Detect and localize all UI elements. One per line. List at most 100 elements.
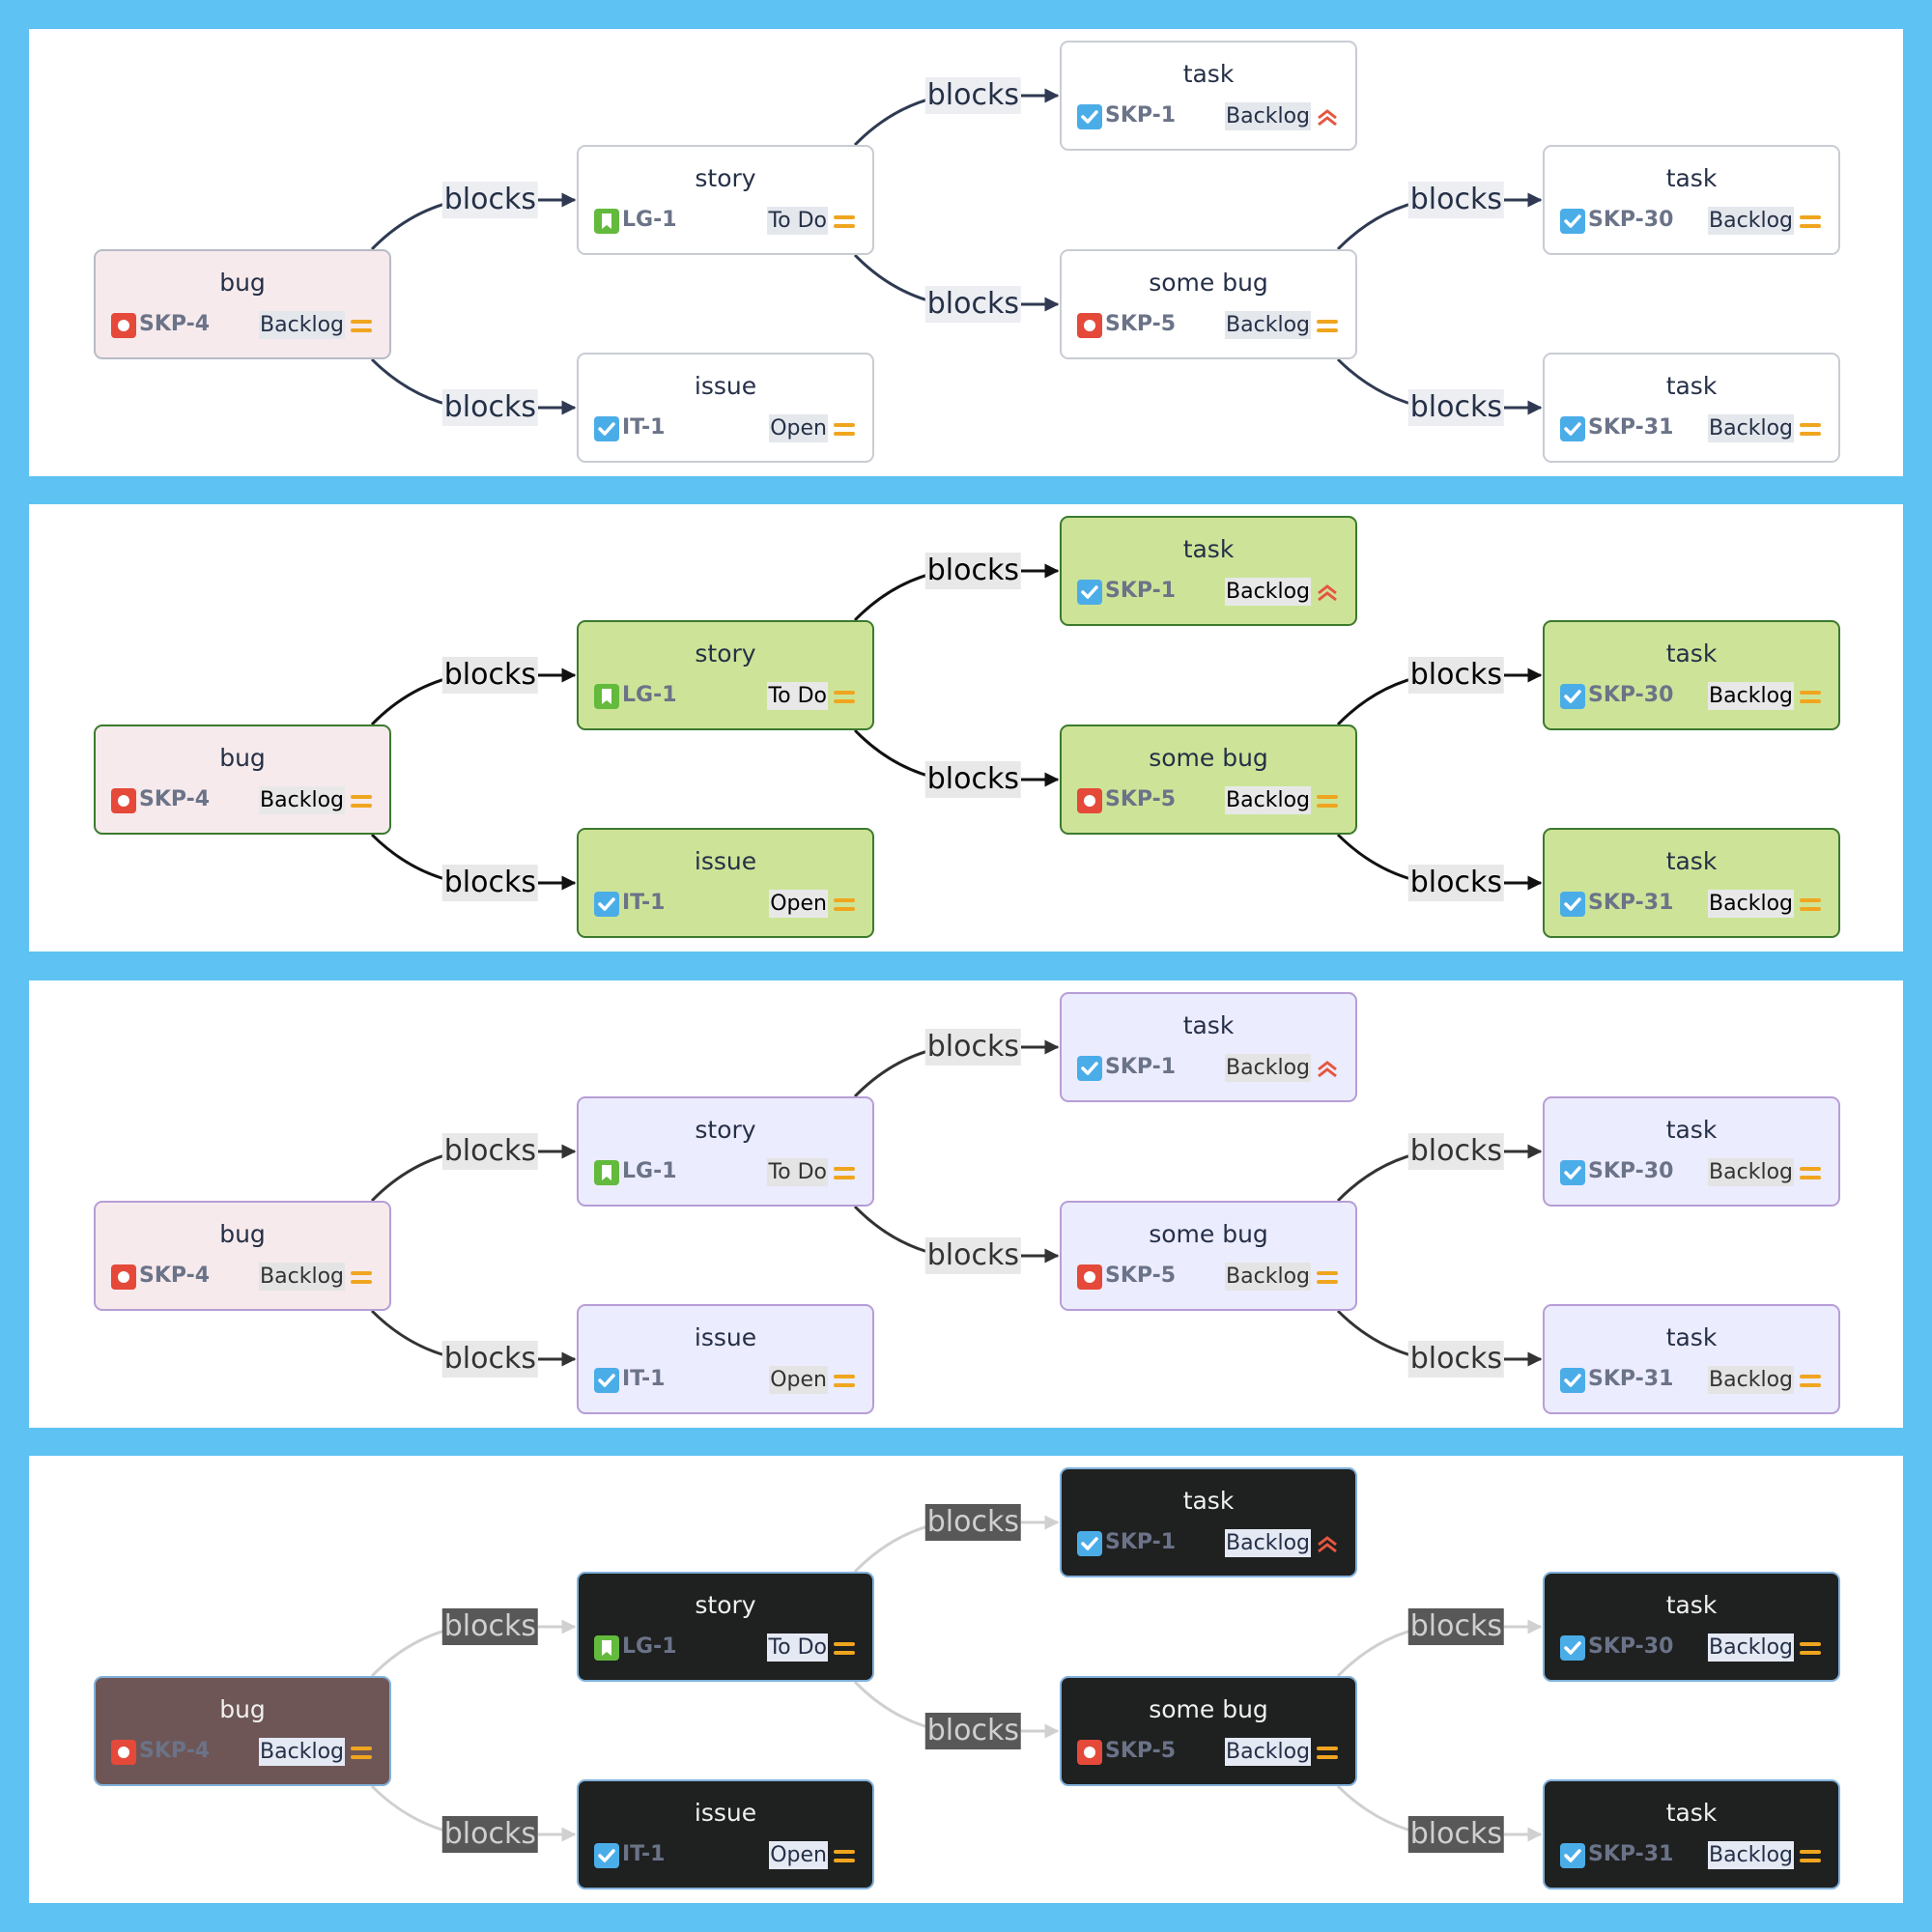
issue-key[interactable]: LG-1	[622, 1634, 677, 1659]
task-icon	[1560, 684, 1585, 709]
issue-title: some bug	[1149, 269, 1268, 297]
issue-node[interactable]: bug SKP-4 Backlog	[94, 1201, 391, 1311]
issue-node[interactable]: issue IT-1 Open	[577, 828, 874, 938]
issue-node[interactable]: bug SKP-4 Backlog	[94, 1676, 391, 1786]
issue-node[interactable]: story LG-1 To Do	[577, 1572, 874, 1682]
issue-key[interactable]: SKP-31	[1588, 415, 1674, 440]
issue-node[interactable]: bug SKP-4 Backlog	[94, 724, 391, 835]
issue-node[interactable]: story LG-1 To Do	[577, 145, 874, 255]
edge-label: blocks	[1407, 1341, 1504, 1378]
task-icon	[1560, 209, 1585, 234]
issue-key[interactable]: SKP-1	[1105, 1530, 1177, 1554]
issue-node[interactable]: some bug SKP-5 Backlog	[1060, 249, 1357, 359]
issue-key[interactable]: SKP-4	[139, 312, 211, 336]
issue-key[interactable]: SKP-5	[1105, 1264, 1177, 1288]
issue-key[interactable]: IT-1	[622, 1367, 666, 1391]
issue-status: Backlog	[1708, 414, 1794, 442]
issue-node[interactable]: some bug SKP-5 Backlog	[1060, 1676, 1357, 1786]
issue-node[interactable]: some bug SKP-5 Backlog	[1060, 724, 1357, 835]
issue-node[interactable]: issue IT-1 Open	[577, 1304, 874, 1414]
issue-node[interactable]: task SKP-30 Backlog	[1543, 1572, 1840, 1682]
edge-label: blocks	[441, 182, 538, 218]
task-icon	[594, 892, 619, 917]
issue-title: issue	[694, 372, 757, 400]
edges-layer	[370, 1039, 1543, 1367]
priority-medium-icon	[1798, 1843, 1823, 1868]
story-icon	[594, 209, 619, 234]
issue-meta-row: IT-1 Open	[594, 1366, 857, 1395]
issue-key[interactable]: SKP-4	[139, 1739, 211, 1763]
issue-status: Backlog	[1225, 578, 1311, 606]
priority-medium-icon	[1315, 1740, 1340, 1765]
issue-node[interactable]: task SKP-30 Backlog	[1543, 620, 1840, 730]
issue-key[interactable]: SKP-30	[1588, 1159, 1674, 1183]
issue-key[interactable]: LG-1	[622, 208, 677, 232]
issue-title: issue	[694, 847, 757, 875]
issue-node[interactable]: issue IT-1 Open	[577, 1779, 874, 1889]
edge-label: blocks	[1407, 1133, 1504, 1170]
issue-key[interactable]: SKP-1	[1105, 1055, 1177, 1079]
bug-icon	[1077, 1740, 1102, 1765]
story-icon	[594, 1635, 619, 1661]
issue-key[interactable]: LG-1	[622, 683, 677, 707]
issue-status: Backlog	[1708, 682, 1794, 710]
issue-key[interactable]: LG-1	[622, 1159, 677, 1183]
priority-medium-icon	[1798, 1368, 1823, 1393]
issue-node[interactable]: some bug SKP-5 Backlog	[1060, 1201, 1357, 1311]
issue-key[interactable]: SKP-1	[1105, 579, 1177, 603]
issue-node[interactable]: story LG-1 To Do	[577, 620, 874, 730]
issue-node[interactable]: bug SKP-4 Backlog	[94, 249, 391, 359]
issue-title: issue	[694, 1799, 757, 1827]
issue-key[interactable]: IT-1	[622, 1842, 666, 1866]
edge-label: blocks	[924, 1029, 1021, 1065]
priority-medium-icon	[1798, 416, 1823, 441]
issue-node[interactable]: task SKP-31 Backlog	[1543, 1304, 1840, 1414]
issue-title: task	[1665, 1116, 1718, 1144]
issue-node[interactable]: task SKP-1 Backlog	[1060, 41, 1357, 151]
issue-key[interactable]: SKP-31	[1588, 1367, 1674, 1391]
issue-title: task	[1182, 60, 1235, 88]
issue-meta-row: SKP-5 Backlog	[1077, 1738, 1340, 1767]
issue-key[interactable]: SKP-31	[1588, 891, 1674, 915]
edge-label: blocks	[924, 77, 1021, 114]
bug-icon	[1077, 788, 1102, 813]
issue-title: bug	[219, 1220, 266, 1248]
issue-node[interactable]: task SKP-1 Backlog	[1060, 992, 1357, 1102]
task-icon	[1560, 416, 1585, 441]
issue-key[interactable]: SKP-30	[1588, 683, 1674, 707]
issue-node[interactable]: story LG-1 To Do	[577, 1096, 874, 1207]
issue-key[interactable]: SKP-1	[1105, 103, 1177, 128]
issue-node[interactable]: task SKP-1 Backlog	[1060, 1467, 1357, 1577]
edge-label: blocks	[924, 1237, 1021, 1274]
issue-node[interactable]: task SKP-30 Backlog	[1543, 1096, 1840, 1207]
issue-title: task	[1665, 1799, 1718, 1827]
issue-title: some bug	[1149, 744, 1268, 772]
issue-node[interactable]: task SKP-31 Backlog	[1543, 828, 1840, 938]
issue-node[interactable]: task SKP-31 Backlog	[1543, 353, 1840, 463]
issue-node[interactable]: task SKP-31 Backlog	[1543, 1779, 1840, 1889]
issue-key[interactable]: SKP-5	[1105, 1739, 1177, 1763]
issue-status: Backlog	[259, 786, 345, 814]
issue-meta-row: SKP-31 Backlog	[1560, 1841, 1823, 1870]
issue-meta-row: SKP-1 Backlog	[1077, 1054, 1340, 1083]
issue-title: issue	[694, 1323, 757, 1351]
issue-key[interactable]: IT-1	[622, 891, 666, 915]
issue-key[interactable]: SKP-4	[139, 787, 211, 811]
issue-key[interactable]: IT-1	[622, 415, 666, 440]
issue-key[interactable]: SKP-5	[1105, 312, 1177, 336]
issue-title: task	[1665, 847, 1718, 875]
priority-medium-icon	[832, 892, 857, 917]
issue-status: Backlog	[259, 1738, 345, 1766]
issue-key[interactable]: SKP-4	[139, 1264, 211, 1288]
issue-node[interactable]: task SKP-30 Backlog	[1543, 145, 1840, 255]
issue-status: Open	[769, 414, 828, 442]
issue-node[interactable]: issue IT-1 Open	[577, 353, 874, 463]
issue-key[interactable]: SKP-5	[1105, 787, 1177, 811]
issue-key[interactable]: SKP-31	[1588, 1842, 1674, 1866]
edge-label: blocks	[1407, 865, 1504, 901]
edge-label: blocks	[441, 1341, 538, 1378]
issue-title: story	[695, 164, 756, 192]
issue-key[interactable]: SKP-30	[1588, 1634, 1674, 1659]
issue-node[interactable]: task SKP-1 Backlog	[1060, 516, 1357, 626]
issue-key[interactable]: SKP-30	[1588, 208, 1674, 232]
